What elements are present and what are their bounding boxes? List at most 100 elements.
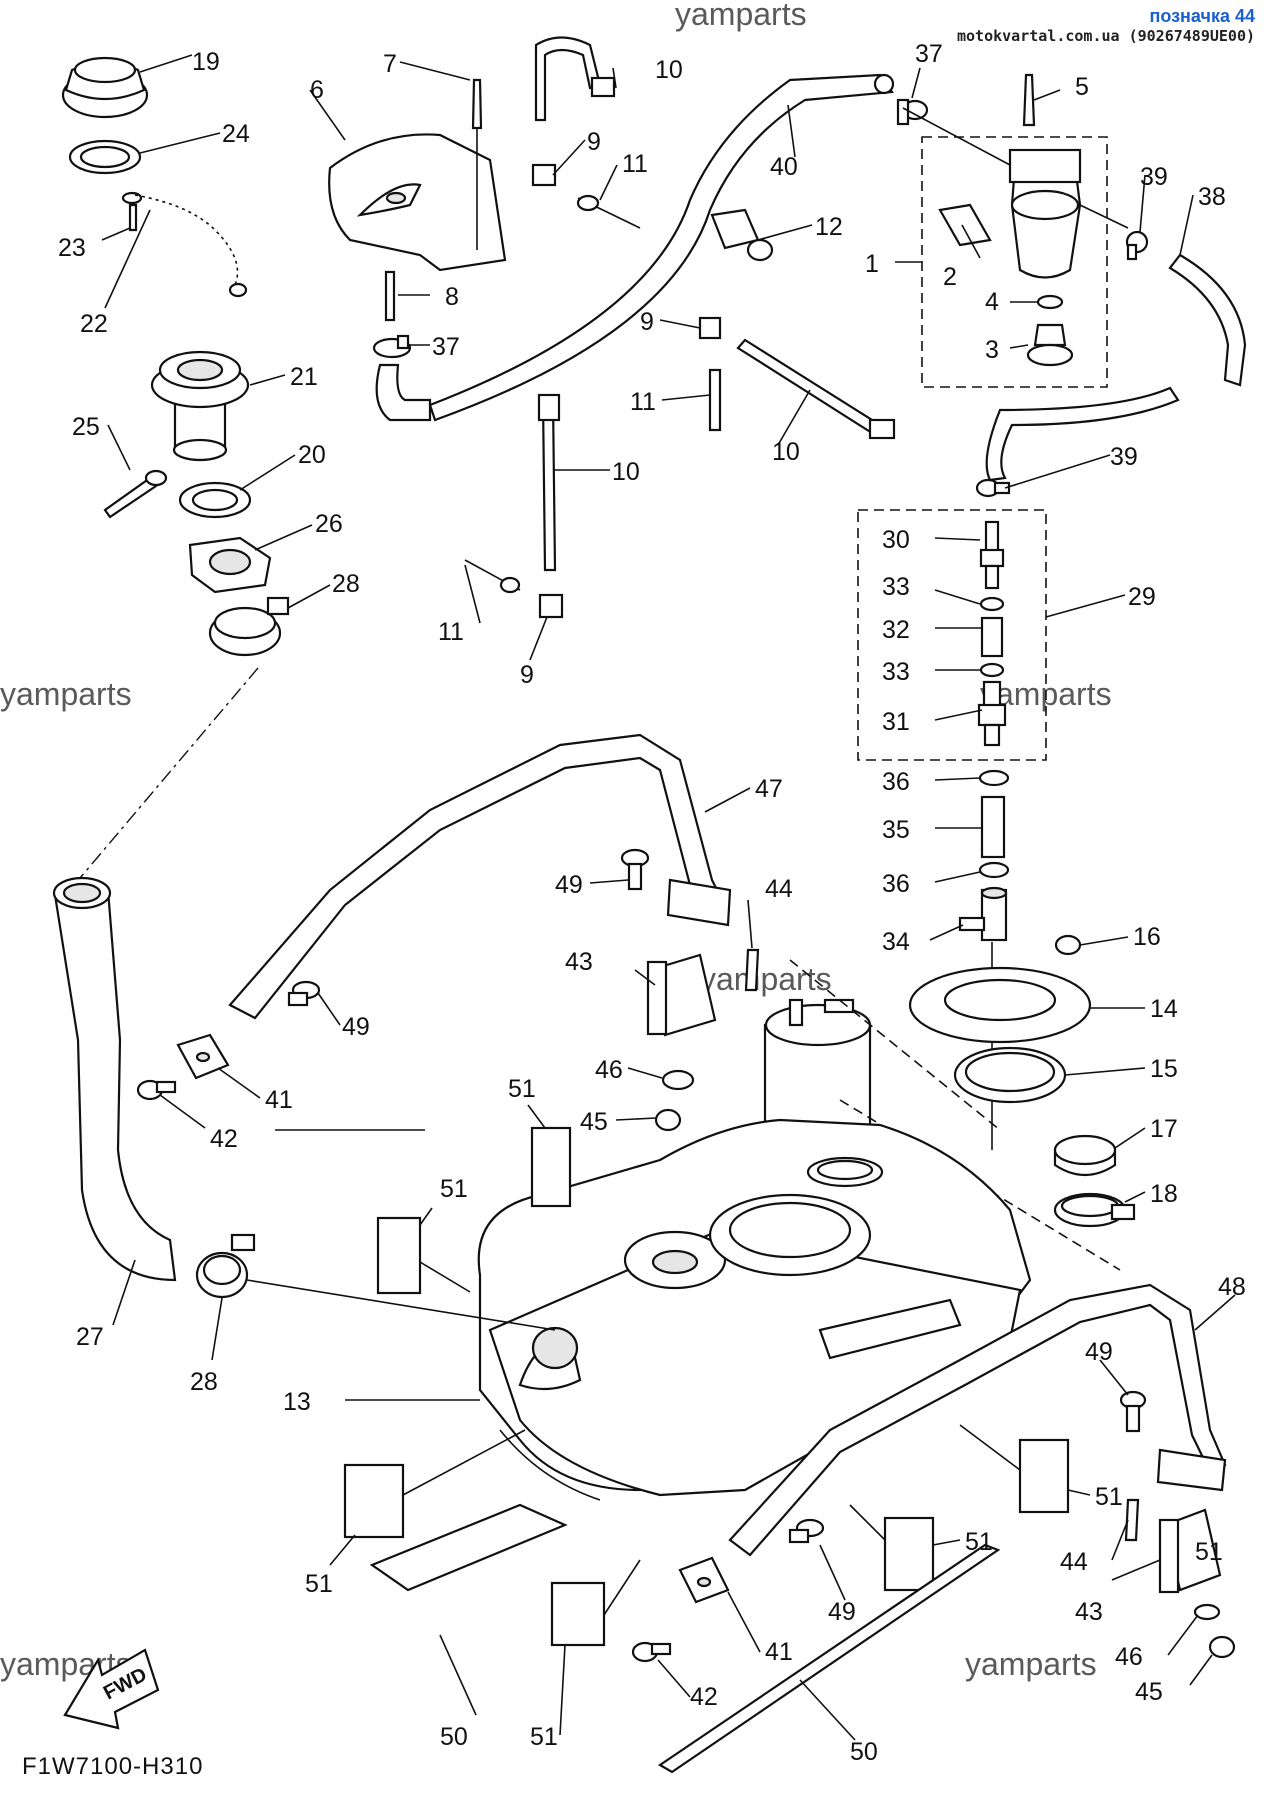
watermark-bottom-right: yamparts xyxy=(965,1646,1097,1682)
callout-39-mid: 39 xyxy=(1110,443,1138,471)
bolt-49-low xyxy=(788,1518,825,1544)
hose-38 xyxy=(1168,253,1247,387)
callout-11-mid: 11 xyxy=(630,388,656,416)
gasket-15 xyxy=(953,1046,1067,1104)
callout-16: 16 xyxy=(1133,923,1161,951)
callout-9-low: 9 xyxy=(520,661,534,689)
callout-49-strap: 49 xyxy=(555,871,583,899)
callout-28-top: 28 xyxy=(332,570,360,598)
clip-36-bottom xyxy=(978,861,1010,879)
pipe-32 xyxy=(980,616,1004,658)
bracket-43-bottom xyxy=(1158,1508,1222,1594)
callout-45-bottom: 45 xyxy=(1135,1678,1163,1706)
clip-12 xyxy=(710,208,774,262)
callout-13: 13 xyxy=(283,1388,311,1416)
bolt-44-bottom xyxy=(1124,1498,1140,1542)
clip-33-bottom xyxy=(979,662,1005,678)
pipe-35 xyxy=(980,795,1006,859)
bolt-44-top xyxy=(744,948,760,992)
vent-hose-40-end xyxy=(873,73,895,95)
leader-filter-link xyxy=(902,107,1011,166)
callout-10-long: 10 xyxy=(612,458,640,486)
watermark-top: yamparts xyxy=(675,0,807,32)
watermark-center: yamparts xyxy=(700,961,832,997)
callout-39-top: 39 xyxy=(1140,163,1168,191)
flange-14 xyxy=(908,966,1092,1044)
strap-48-hook xyxy=(1156,1448,1227,1492)
callout-5: 5 xyxy=(1075,73,1089,101)
clip-39-top xyxy=(1125,230,1149,261)
rivet-7 xyxy=(471,78,483,250)
callout-51-d: 51 xyxy=(530,1723,558,1751)
callout-37-right: 37 xyxy=(915,40,943,68)
filler-cap-19 xyxy=(61,56,149,119)
leader-lines xyxy=(101,54,1236,1741)
washer-23 xyxy=(121,191,143,205)
callout-28-lower: 28 xyxy=(190,1368,218,1396)
filter-body xyxy=(1008,148,1082,279)
callout-30: 30 xyxy=(882,526,910,554)
strap-10-mid xyxy=(736,338,882,435)
bracket-2 xyxy=(938,203,992,247)
callout-9-top: 9 xyxy=(587,128,601,156)
callout-42-right: 42 xyxy=(690,1683,718,1711)
chain-22 xyxy=(134,194,239,286)
pin-11-mid xyxy=(708,368,722,432)
bolt-49-right xyxy=(1119,1390,1147,1433)
callout-17: 17 xyxy=(1150,1115,1178,1143)
pin-11-top-head xyxy=(576,194,600,212)
source-badge: позначка 44 motokvartal.com.ua (90267489… xyxy=(957,6,1255,45)
gasket-24-inner xyxy=(79,145,131,169)
clamp-18 xyxy=(1053,1192,1136,1228)
callout-10-mid: 10 xyxy=(772,438,800,466)
nut-45-top xyxy=(654,1108,682,1132)
pad-51-b xyxy=(376,1216,422,1295)
callout-21: 21 xyxy=(290,363,318,391)
bolt-42-right xyxy=(631,1641,672,1663)
strap-47-hook xyxy=(666,878,732,927)
callout-51-g: 51 xyxy=(1195,1538,1223,1566)
o-ring-4 xyxy=(1036,294,1064,310)
bowl-3 xyxy=(1026,323,1074,367)
cap-17 xyxy=(1053,1134,1117,1176)
callout-labels: 19 24 23 22 21 25 20 26 28 6 7 8 37 10 9… xyxy=(58,40,1246,1766)
strap-10-mid-head xyxy=(868,418,896,440)
clip-9-mid xyxy=(698,316,722,340)
callout-34: 34 xyxy=(882,928,910,956)
callout-51-f: 51 xyxy=(1095,1483,1123,1511)
clip-9-low xyxy=(538,593,564,619)
callout-36-top: 36 xyxy=(882,768,910,796)
callout-45-top: 45 xyxy=(580,1108,608,1136)
callout-44-top: 44 xyxy=(765,875,793,903)
fwd-arrow-icon: FWD xyxy=(63,1648,160,1730)
pin-8 xyxy=(384,270,396,322)
callout-25: 25 xyxy=(72,413,100,441)
clip-36-top xyxy=(978,769,1010,787)
sender-guide xyxy=(789,959,1001,1131)
clamp-28-top xyxy=(208,596,290,657)
fitting-30 xyxy=(979,520,1005,590)
leader-hose-27 xyxy=(79,667,259,879)
callout-46-bottom: 46 xyxy=(1115,1643,1143,1671)
callout-41-right: 41 xyxy=(765,1638,793,1666)
badge-source: motokvartal.com.ua (90267489UE00) xyxy=(956,27,1255,45)
clip-33-top xyxy=(979,596,1005,612)
strap-10-long xyxy=(541,398,557,572)
clip-37-right xyxy=(896,98,929,126)
callout-11-top: 11 xyxy=(622,150,648,178)
washer-46-bottom xyxy=(1193,1603,1221,1621)
cover-6 xyxy=(328,133,507,272)
pad-51-a xyxy=(530,1126,572,1208)
clip-39-mid xyxy=(975,478,1011,498)
nut-45-bottom xyxy=(1208,1635,1236,1659)
callout-14: 14 xyxy=(1150,995,1178,1023)
pad-51-c xyxy=(343,1463,405,1539)
diagram-code: F1W7100-H310 xyxy=(22,1753,204,1780)
callout-40: 40 xyxy=(770,153,798,181)
nut-16 xyxy=(1054,934,1082,956)
callout-42-left: 42 xyxy=(210,1125,238,1153)
leader-filter-link-2 xyxy=(1079,204,1129,229)
callout-18: 18 xyxy=(1150,1180,1178,1208)
callout-2: 2 xyxy=(943,263,957,291)
